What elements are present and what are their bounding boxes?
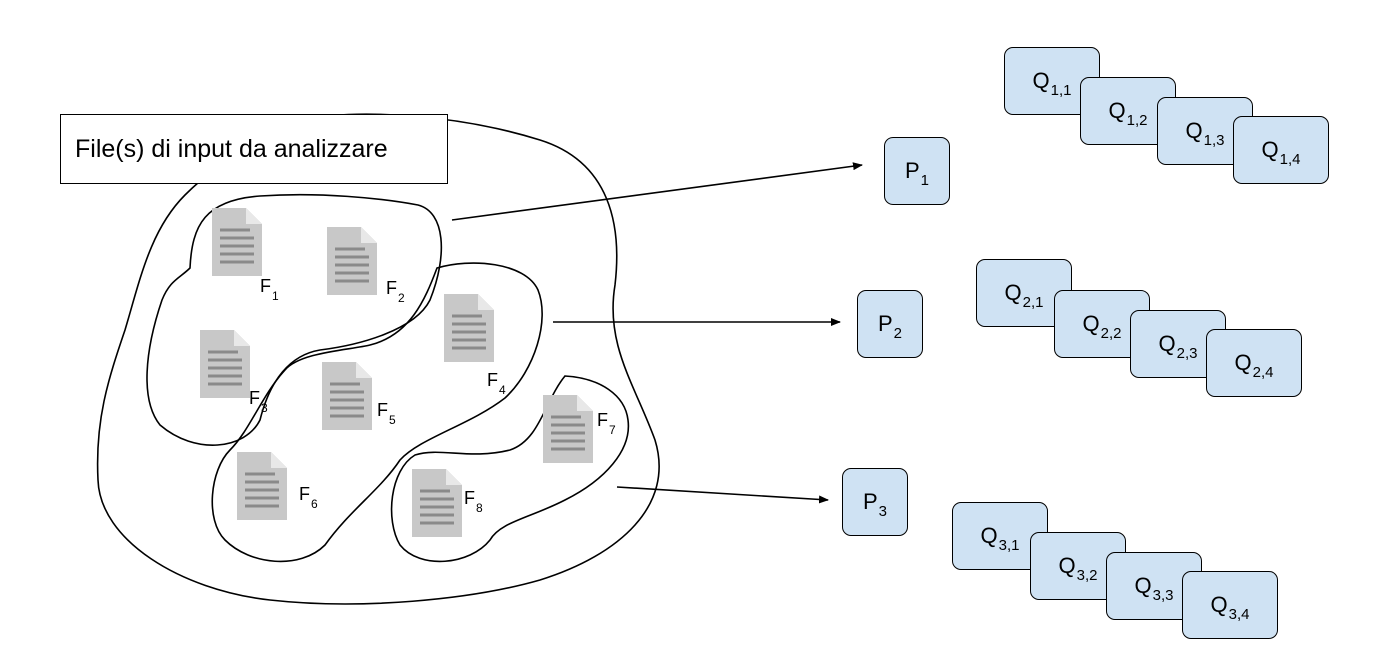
outer-file-set-outline [96,113,660,605]
partition-group-3-outline [390,375,630,563]
file-5-label: F5 [377,400,396,427]
file-8-label: F8 [464,488,483,515]
input-files-title: File(s) di input da analizzare [60,114,448,184]
file-6-label: F6 [299,484,318,511]
arrow-to-p1 [451,162,863,221]
file-2-document-icon [327,227,377,295]
file-1-document-icon [212,208,262,276]
file-2-label: F2 [386,278,405,305]
file-4-document-icon [444,294,494,362]
file-3-document-icon [200,330,250,398]
file-6-document-icon [237,452,287,520]
file-5-document-icon [322,362,372,430]
file-7-document-icon [543,395,593,463]
partition-group-2-outline [211,262,543,563]
file-4-label: F4 [487,370,506,397]
arrow-to-p3 [616,486,829,504]
partition-group-1-outline [146,193,443,446]
file-7-label: F7 [597,410,616,437]
file-8-document-icon [412,469,462,537]
file-3-label: F3 [249,388,268,415]
file-1-label: F1 [260,276,279,303]
